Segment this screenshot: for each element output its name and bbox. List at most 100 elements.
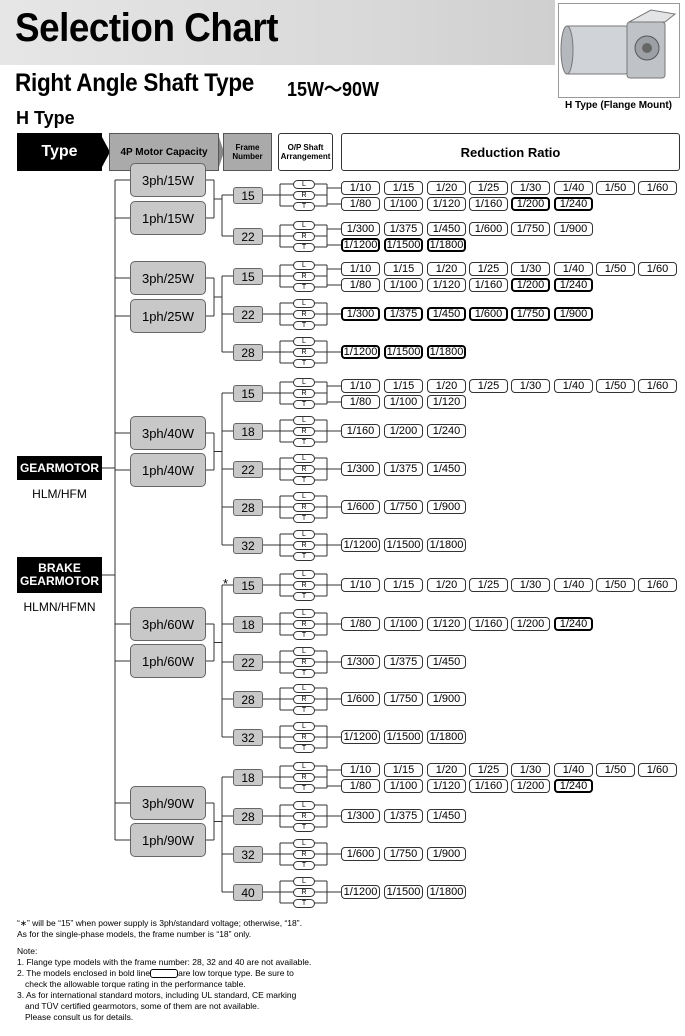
ratio-box: 1/1500 (384, 885, 423, 899)
ratio-box: 1/25 (469, 262, 508, 276)
bold-line-sample (150, 969, 179, 979)
ratio-box: 1/300 (341, 809, 380, 823)
shaft-r-box: R (293, 850, 315, 859)
ratio-box: 1/1500 (384, 730, 423, 744)
header-band (0, 0, 555, 65)
shaft-r-box: R (293, 541, 315, 550)
ratio-box: 1/15 (384, 262, 423, 276)
column-header-ratio: Reduction Ratio (341, 133, 680, 171)
ratio-box: 1/1800 (427, 885, 466, 899)
shaft-header-line2: Arrangement (280, 152, 331, 161)
shaft-header-line1: O/P Shaft (287, 143, 324, 152)
ratio-box: 1/80 (341, 197, 380, 211)
ratio-box: 1/120 (427, 395, 466, 409)
ratio-box: 1/40 (554, 578, 593, 592)
type-name: H Type (16, 108, 75, 128)
column-header-frame: Frame Number (223, 133, 272, 171)
ratio-box: 1/750 (384, 500, 423, 514)
shaft-r-box: R (293, 773, 315, 782)
ratio-box: 1/25 (469, 181, 508, 195)
frame-number-box: 28 (233, 808, 263, 825)
ratio-box: 1/450 (427, 307, 466, 321)
ratio-box: 1/40 (554, 181, 593, 195)
ratio-box: 1/200 (511, 197, 550, 211)
shaft-l-box: L (293, 877, 315, 886)
shaft-l-box: L (293, 221, 315, 230)
ratio-box: 1/900 (427, 500, 466, 514)
ratio-box: 1/200 (511, 278, 550, 292)
frame-number-box: 18 (233, 769, 263, 786)
frame-number-box: 28 (233, 499, 263, 516)
shaft-t-box: T (293, 823, 315, 832)
capacity-box: 3ph/25W (130, 261, 206, 295)
footnote-asterisk: “∗” will be “15” when power supply is 3p… (17, 918, 302, 928)
shaft-l-box: L (293, 416, 315, 425)
type-gearmotor-model: HLM/HFM (32, 487, 87, 501)
note-heading: Note: (17, 946, 38, 956)
ratio-box: 1/900 (427, 847, 466, 861)
ratio-box: 1/750 (511, 307, 550, 321)
ratio-box: 1/20 (427, 379, 466, 393)
ratio-box: 1/600 (469, 222, 508, 236)
frame-number-box: 18 (233, 423, 263, 440)
ratio-box: 1/300 (341, 655, 380, 669)
ratio-box: 1/100 (384, 779, 423, 793)
shaft-t-box: T (293, 592, 315, 601)
ratio-box: 1/375 (384, 809, 423, 823)
ratio-box: 1/100 (384, 617, 423, 631)
ratio-box: 1/80 (341, 617, 380, 631)
footnote-single-phase: As for the single-phase models, the fram… (17, 929, 252, 939)
shaft-t-box: T (293, 784, 315, 793)
ratio-box: 1/100 (384, 395, 423, 409)
capacity-box: 1ph/15W (130, 201, 206, 235)
type-gearmotor: GEARMOTOR (17, 456, 102, 480)
ratio-box: 1/80 (341, 395, 380, 409)
notes-section: “∗” will be “15” when power supply is 3p… (17, 918, 677, 1023)
ratio-box: 1/160 (469, 278, 508, 292)
ratio-box: 1/1800 (427, 238, 466, 252)
capacity-box: 3ph/15W (130, 163, 206, 197)
ratio-box: 1/1800 (427, 730, 466, 744)
ratio-box: 1/1200 (341, 538, 380, 552)
ratio-box: 1/25 (469, 578, 508, 592)
shaft-t-box: T (293, 514, 315, 523)
ratio-box: 1/60 (638, 379, 677, 393)
ratio-box: 1/30 (511, 262, 550, 276)
shaft-t-box: T (293, 899, 315, 908)
shaft-r-box: R (293, 272, 315, 281)
shaft-t-box: T (293, 438, 315, 447)
shaft-r-box: R (293, 658, 315, 667)
shaft-l-box: L (293, 299, 315, 308)
ratio-box: 1/30 (511, 578, 550, 592)
shaft-r-box: R (293, 503, 315, 512)
shaft-r-box: R (293, 389, 315, 398)
shaft-t-box: T (293, 631, 315, 640)
shaft-r-box: R (293, 695, 315, 704)
shaft-r-box: R (293, 888, 315, 897)
ratio-box: 1/300 (341, 307, 380, 321)
shaft-t-box: T (293, 202, 315, 211)
ratio-box: 1/160 (469, 779, 508, 793)
ratio-box: 1/120 (427, 197, 466, 211)
ratio-box: 1/600 (341, 500, 380, 514)
gearmotor-photo (558, 3, 680, 98)
ratio-box: 1/10 (341, 763, 380, 777)
ratio-box: 1/375 (384, 462, 423, 476)
ratio-box: 1/240 (554, 278, 593, 292)
frame-number-box: 15 (233, 187, 263, 204)
ratio-box: 1/1200 (341, 885, 380, 899)
ratio-box: 1/50 (596, 578, 635, 592)
shaft-l-box: L (293, 378, 315, 387)
shaft-t-box: T (293, 669, 315, 678)
capacity-box: 3ph/90W (130, 786, 206, 820)
capacity-box: 1ph/90W (130, 823, 206, 857)
shaft-r-box: R (293, 191, 315, 200)
shaft-t-box: T (293, 476, 315, 485)
ratio-box: 1/750 (384, 847, 423, 861)
shaft-l-box: L (293, 530, 315, 539)
ratio-box: 1/240 (427, 424, 466, 438)
ratio-box: 1/100 (384, 197, 423, 211)
ratio-box: 1/50 (596, 181, 635, 195)
ratio-box: 1/15 (384, 181, 423, 195)
ratio-box: 1/600 (341, 692, 380, 706)
